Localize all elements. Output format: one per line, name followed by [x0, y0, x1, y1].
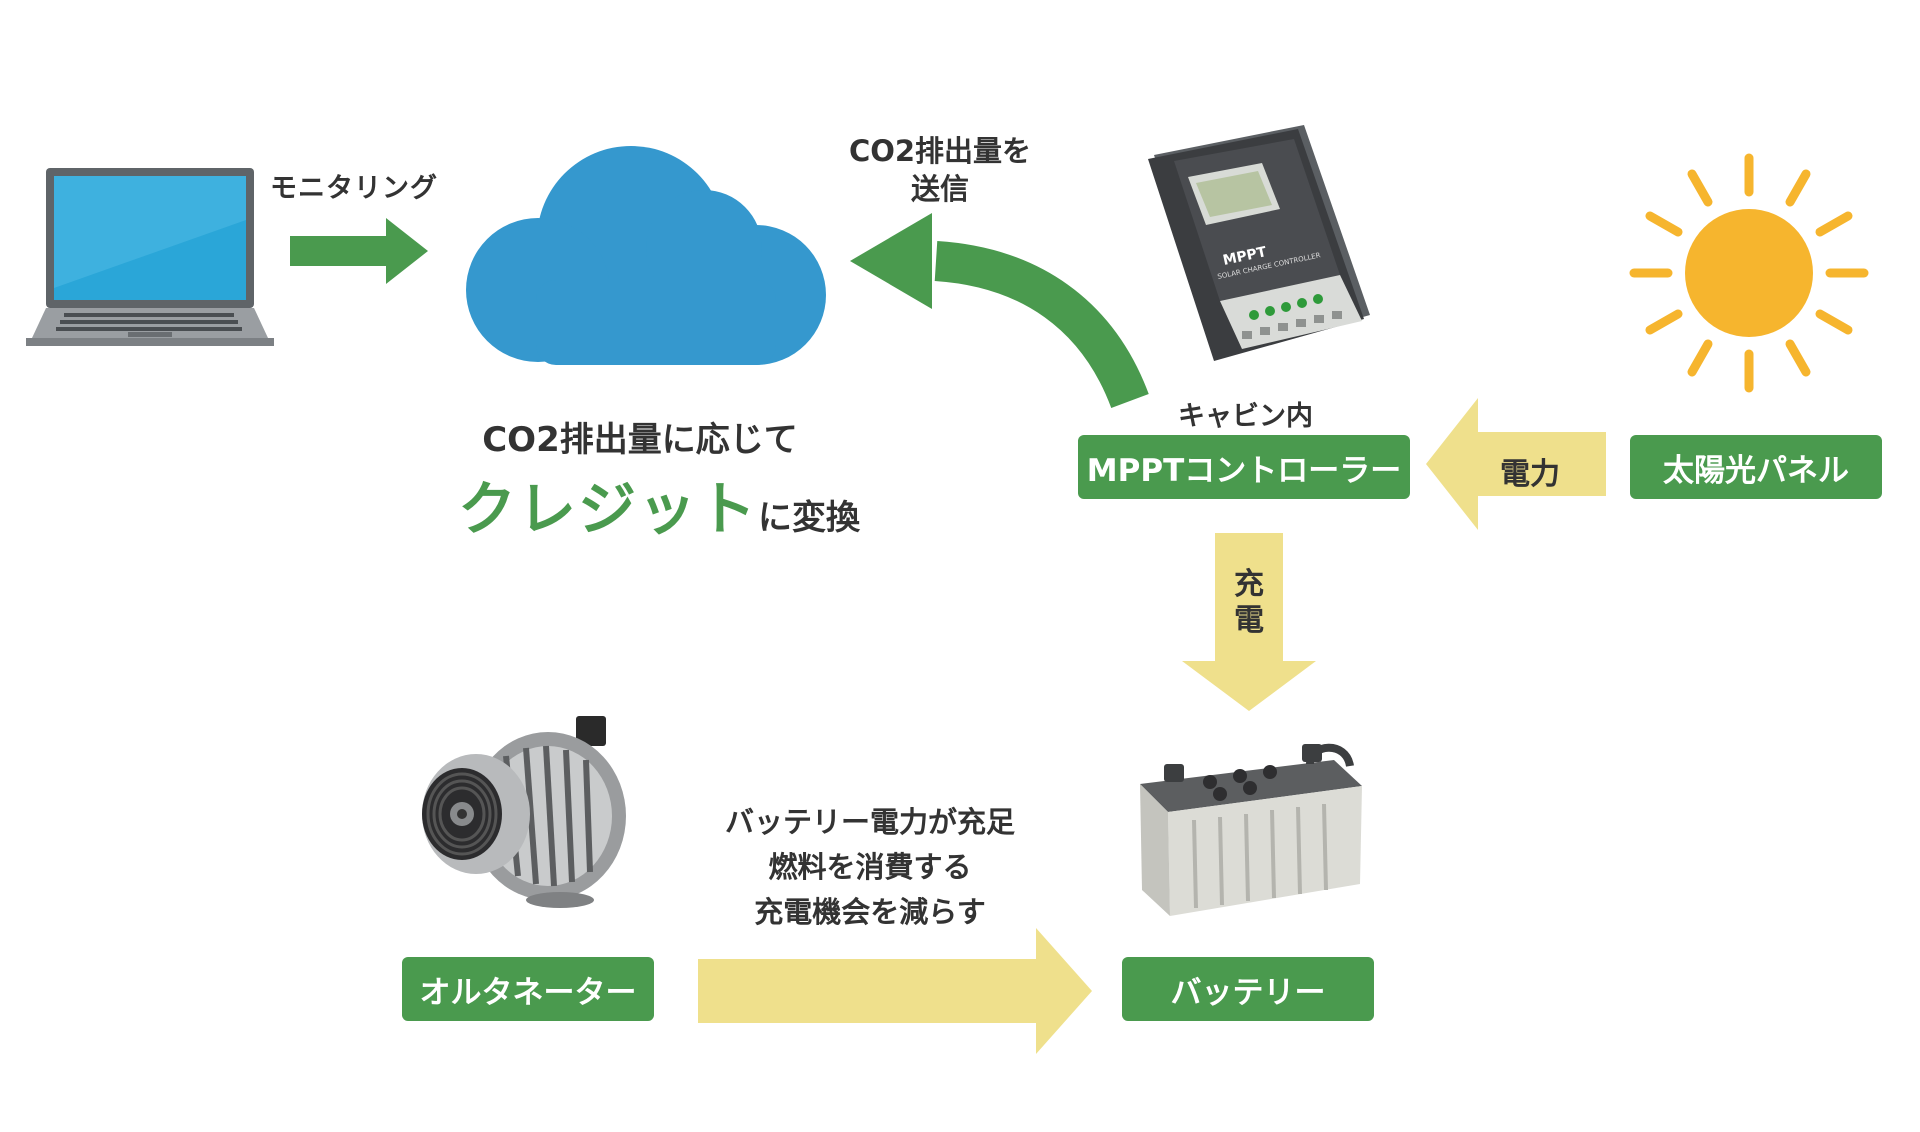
- alternator-to-battery-arrow: [698, 928, 1092, 1054]
- charge-label: 充 電: [1226, 567, 1272, 639]
- battery-icon: [1140, 743, 1362, 916]
- charge-line2: 電: [1234, 603, 1264, 638]
- battery-badge: バッテリー: [1122, 957, 1374, 1021]
- laptop-icon: [26, 168, 274, 346]
- battery-benefit-line1: バッテリー電力が充足: [724, 805, 1015, 839]
- monitoring-arrow: [290, 218, 428, 284]
- charge-line1: 充: [1234, 567, 1264, 602]
- power-label: 電力: [1500, 457, 1560, 492]
- mppt-controller-badge: MPPTコントローラー: [1078, 435, 1410, 499]
- credit-line1: CO2排出量に応じて: [482, 420, 798, 460]
- solar-panel-badge: 太陽光パネル: [1630, 435, 1882, 499]
- battery-benefit-text: バッテリー電力が充足 燃料を消費する 充電機会を減らす: [680, 800, 1060, 935]
- cabin-label: キャビン内: [1178, 401, 1313, 432]
- battery-benefit-line2: 燃料を消費する: [768, 850, 972, 884]
- send-co2-arrow: [850, 213, 1149, 409]
- sun-icon: [1629, 153, 1869, 393]
- send-co2-label: CO2排出量を 送信: [830, 132, 1050, 208]
- mppt-controller-icon: CLEESD MPPT SOLAR CHARGE CONTROLLER: [1148, 125, 1370, 361]
- charge-arrow: [1182, 533, 1316, 711]
- battery-benefit-line3: 充電機会を減らす: [754, 895, 986, 929]
- credit-line2: クレジットに変換: [458, 462, 860, 546]
- alternator-icon: [422, 716, 626, 908]
- power-arrow: [1426, 398, 1606, 530]
- cloud-icon: [466, 146, 826, 365]
- send-co2-line1: CO2排出量を: [848, 134, 1032, 168]
- send-co2-line2: 送信: [910, 172, 969, 206]
- credit-suffix: に変換: [758, 498, 861, 538]
- credit-highlight: クレジット: [458, 475, 759, 543]
- monitoring-label: モニタリング: [270, 173, 438, 204]
- alternator-badge: オルタネーター: [402, 957, 654, 1021]
